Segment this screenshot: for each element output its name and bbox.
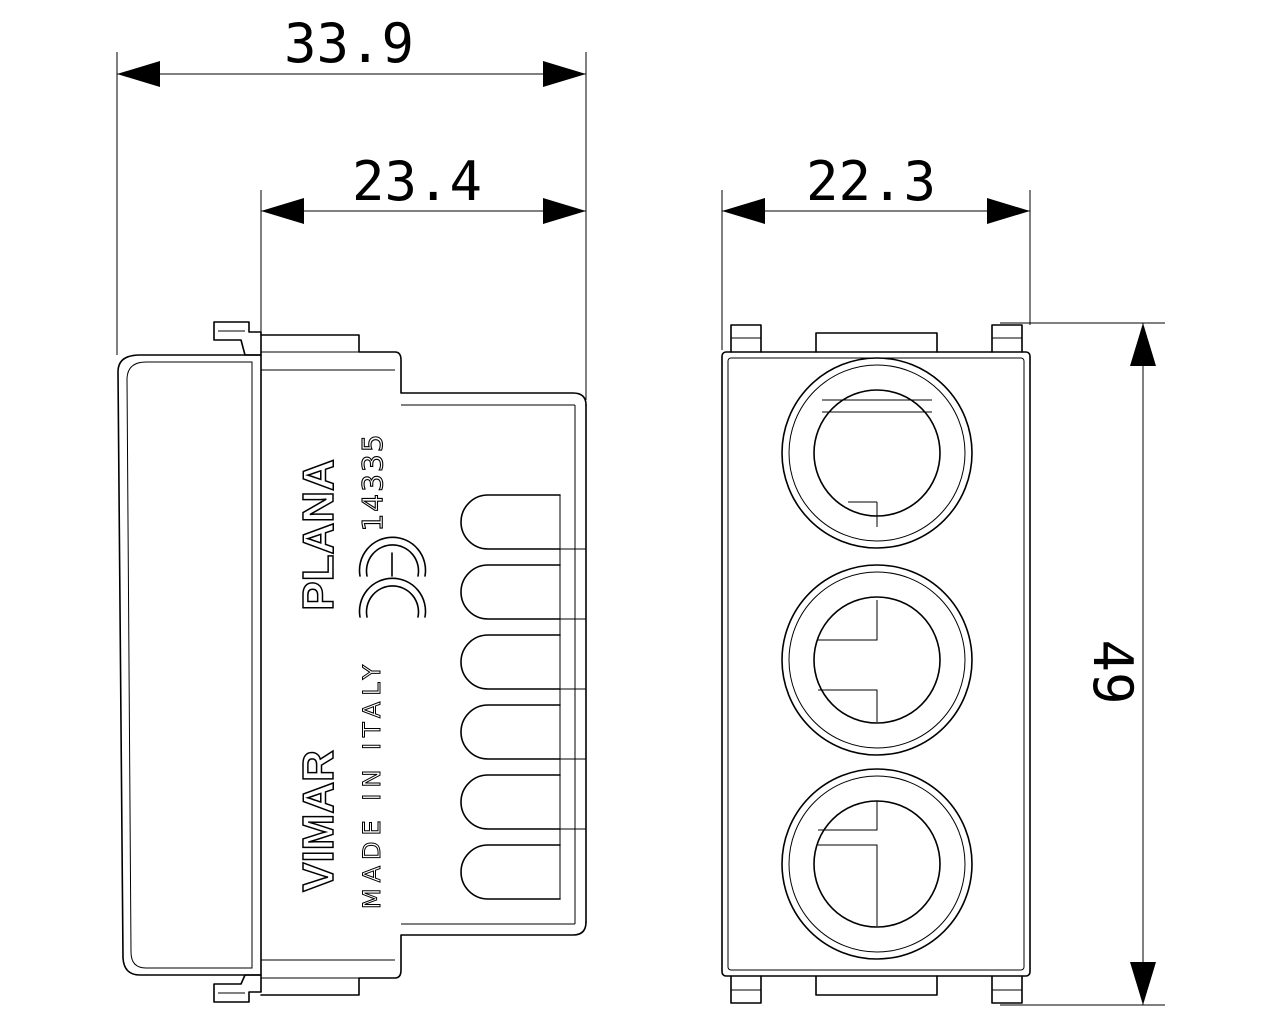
dimension-label-width: 22.3 — [806, 150, 936, 213]
side-top-profile — [260, 334, 587, 406]
front-body — [721, 351, 1031, 977]
dimension-label-overall-depth: 33.9 — [284, 12, 414, 75]
dimension-height: 49 — [1000, 322, 1165, 1006]
front-bottom-center-tab — [815, 975, 938, 996]
origin-label: MADE IN ITALY — [358, 659, 386, 909]
socket-bottom — [781, 768, 973, 960]
socket-top — [781, 357, 973, 549]
socket-middle — [781, 564, 973, 756]
side-bottom-latch — [213, 974, 262, 1003]
terminal-slots — [460, 494, 586, 900]
brand-label: VIMAR — [294, 750, 343, 892]
side-front-cover — [117, 354, 262, 976]
dimension-width: 22.3 — [721, 150, 1031, 350]
dimension-label-body-depth: 23.4 — [352, 150, 482, 213]
dimension-overall-depth: 33.9 — [116, 12, 587, 400]
product-code-label: 14335 — [356, 432, 389, 531]
side-top-latch — [213, 321, 262, 356]
series-label: PLANA — [294, 459, 343, 611]
side-bottom-profile — [260, 921, 587, 996]
dimension-body-depth: 23.4 — [260, 150, 586, 335]
ce-mark — [358, 536, 427, 618]
front-top-center-tab — [815, 332, 938, 353]
front-view — [721, 324, 1031, 1004]
side-view: VIMAR PLANA MADE IN ITALY 14335 — [117, 321, 587, 1003]
dimension-label-height: 49 — [1081, 639, 1144, 704]
